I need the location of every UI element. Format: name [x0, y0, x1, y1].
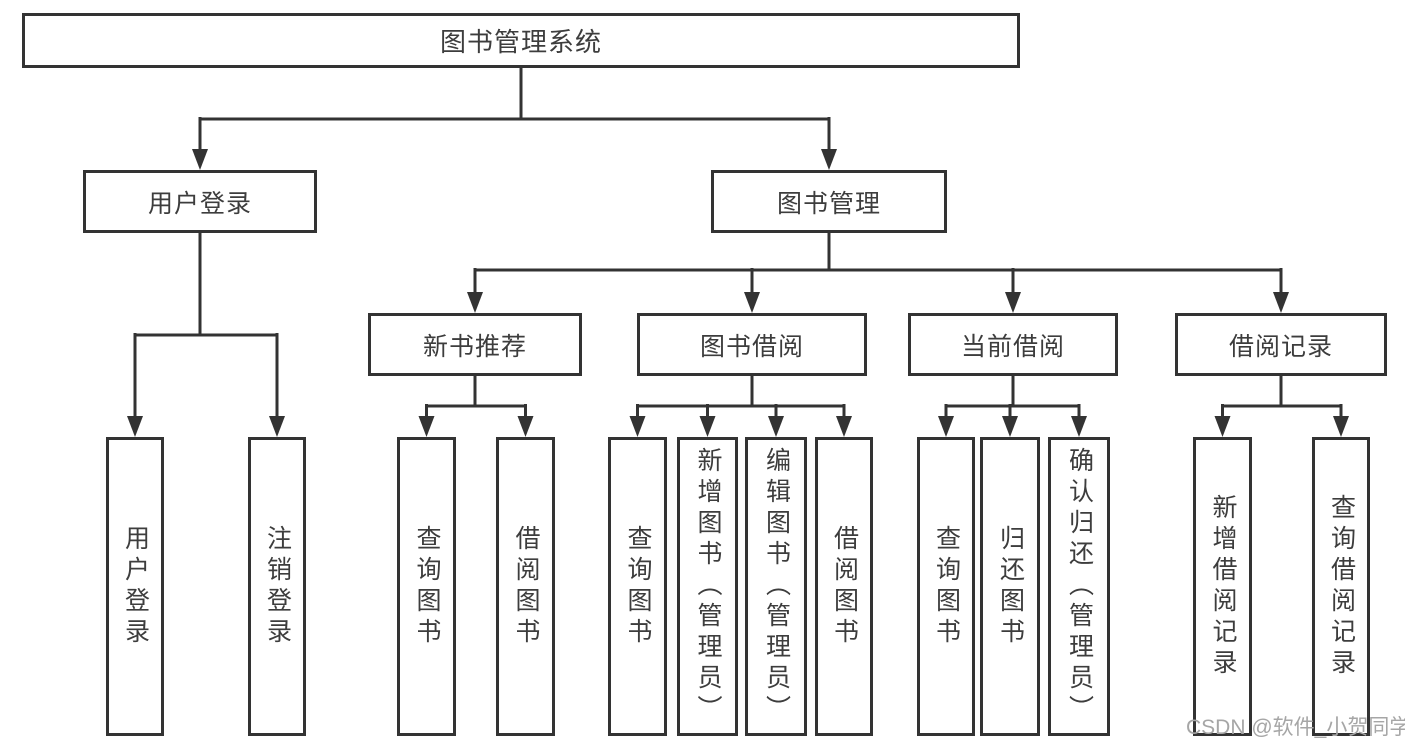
leaf-confirm-return-admin: 确认归还（管理员）: [1048, 437, 1110, 736]
node-label: 编辑图书（管理员）: [762, 447, 791, 726]
csdn-watermark: CSDN @软件_小贺同学: [1186, 716, 1405, 739]
leaf-query-books-borrowing: 查询图书: [608, 437, 667, 736]
node-book-management: 图书管理: [711, 170, 947, 233]
connector-root-to-level2: [192, 68, 837, 170]
connector-records-to-leaves: [1214, 376, 1349, 437]
leaf-add-borrow-record: 新增借阅记录: [1193, 437, 1252, 736]
leaf-return-books: 归还图书: [980, 437, 1040, 736]
node-label: 查询图书: [932, 524, 961, 649]
node-new-book-recommend: 新书推荐: [368, 313, 582, 376]
node-label: 当前借阅: [960, 332, 1065, 361]
leaf-edit-books-admin: 编辑图书（管理员）: [745, 437, 807, 736]
connector-newbooks-to-leaves: [418, 376, 534, 437]
node-label: 新书推荐: [422, 332, 527, 361]
leaf-borrow-books: 借阅图书: [815, 437, 873, 736]
node-label: 借阅图书: [512, 524, 540, 649]
node-label: 新增借阅记录: [1209, 493, 1237, 680]
connector-bookmgmt-to-level3: [467, 233, 1289, 313]
node-borrowing-records: 借阅记录: [1175, 313, 1387, 376]
node-label: 查询图书: [624, 524, 652, 649]
node-label: 查询借阅记录: [1327, 493, 1356, 680]
node-label: 注销登录: [263, 524, 292, 649]
node-label: 图书管理系统: [439, 27, 602, 57]
node-label: 借阅记录: [1228, 332, 1333, 361]
node-library-management-system: 图书管理系统: [22, 13, 1020, 68]
node-label: 确认归还（管理员）: [1065, 447, 1094, 726]
node-label: 图书管理: [776, 189, 881, 218]
node-user-login: 用户登录: [83, 170, 317, 233]
connector-borrowing-to-leaves: [629, 376, 852, 437]
node-label: 借阅图书: [830, 524, 859, 649]
node-label: 用户登录: [147, 189, 252, 218]
node-label: 用户登录: [121, 524, 150, 649]
node-label: 归还图书: [996, 524, 1025, 649]
leaf-add-books-admin: 新增图书（管理员）: [677, 437, 738, 736]
node-book-borrowing: 图书借阅: [637, 313, 867, 376]
leaf-user-login: 用户登录: [106, 437, 164, 736]
leaf-query-borrow-record: 查询借阅记录: [1312, 437, 1370, 736]
node-label: 新增图书（管理员）: [694, 447, 722, 726]
node-label: 查询图书: [413, 524, 441, 649]
leaf-borrow-books-recommend: 借阅图书: [496, 437, 555, 736]
leaf-query-books-recommend: 查询图书: [397, 437, 456, 736]
connector-current-to-leaves: [938, 376, 1087, 437]
connector-userlogin-to-leaves: [127, 233, 285, 437]
node-label: 图书借阅: [699, 332, 804, 361]
node-current-borrowing: 当前借阅: [908, 313, 1118, 376]
leaf-logout: 注销登录: [248, 437, 306, 736]
leaf-query-books-current: 查询图书: [917, 437, 975, 736]
